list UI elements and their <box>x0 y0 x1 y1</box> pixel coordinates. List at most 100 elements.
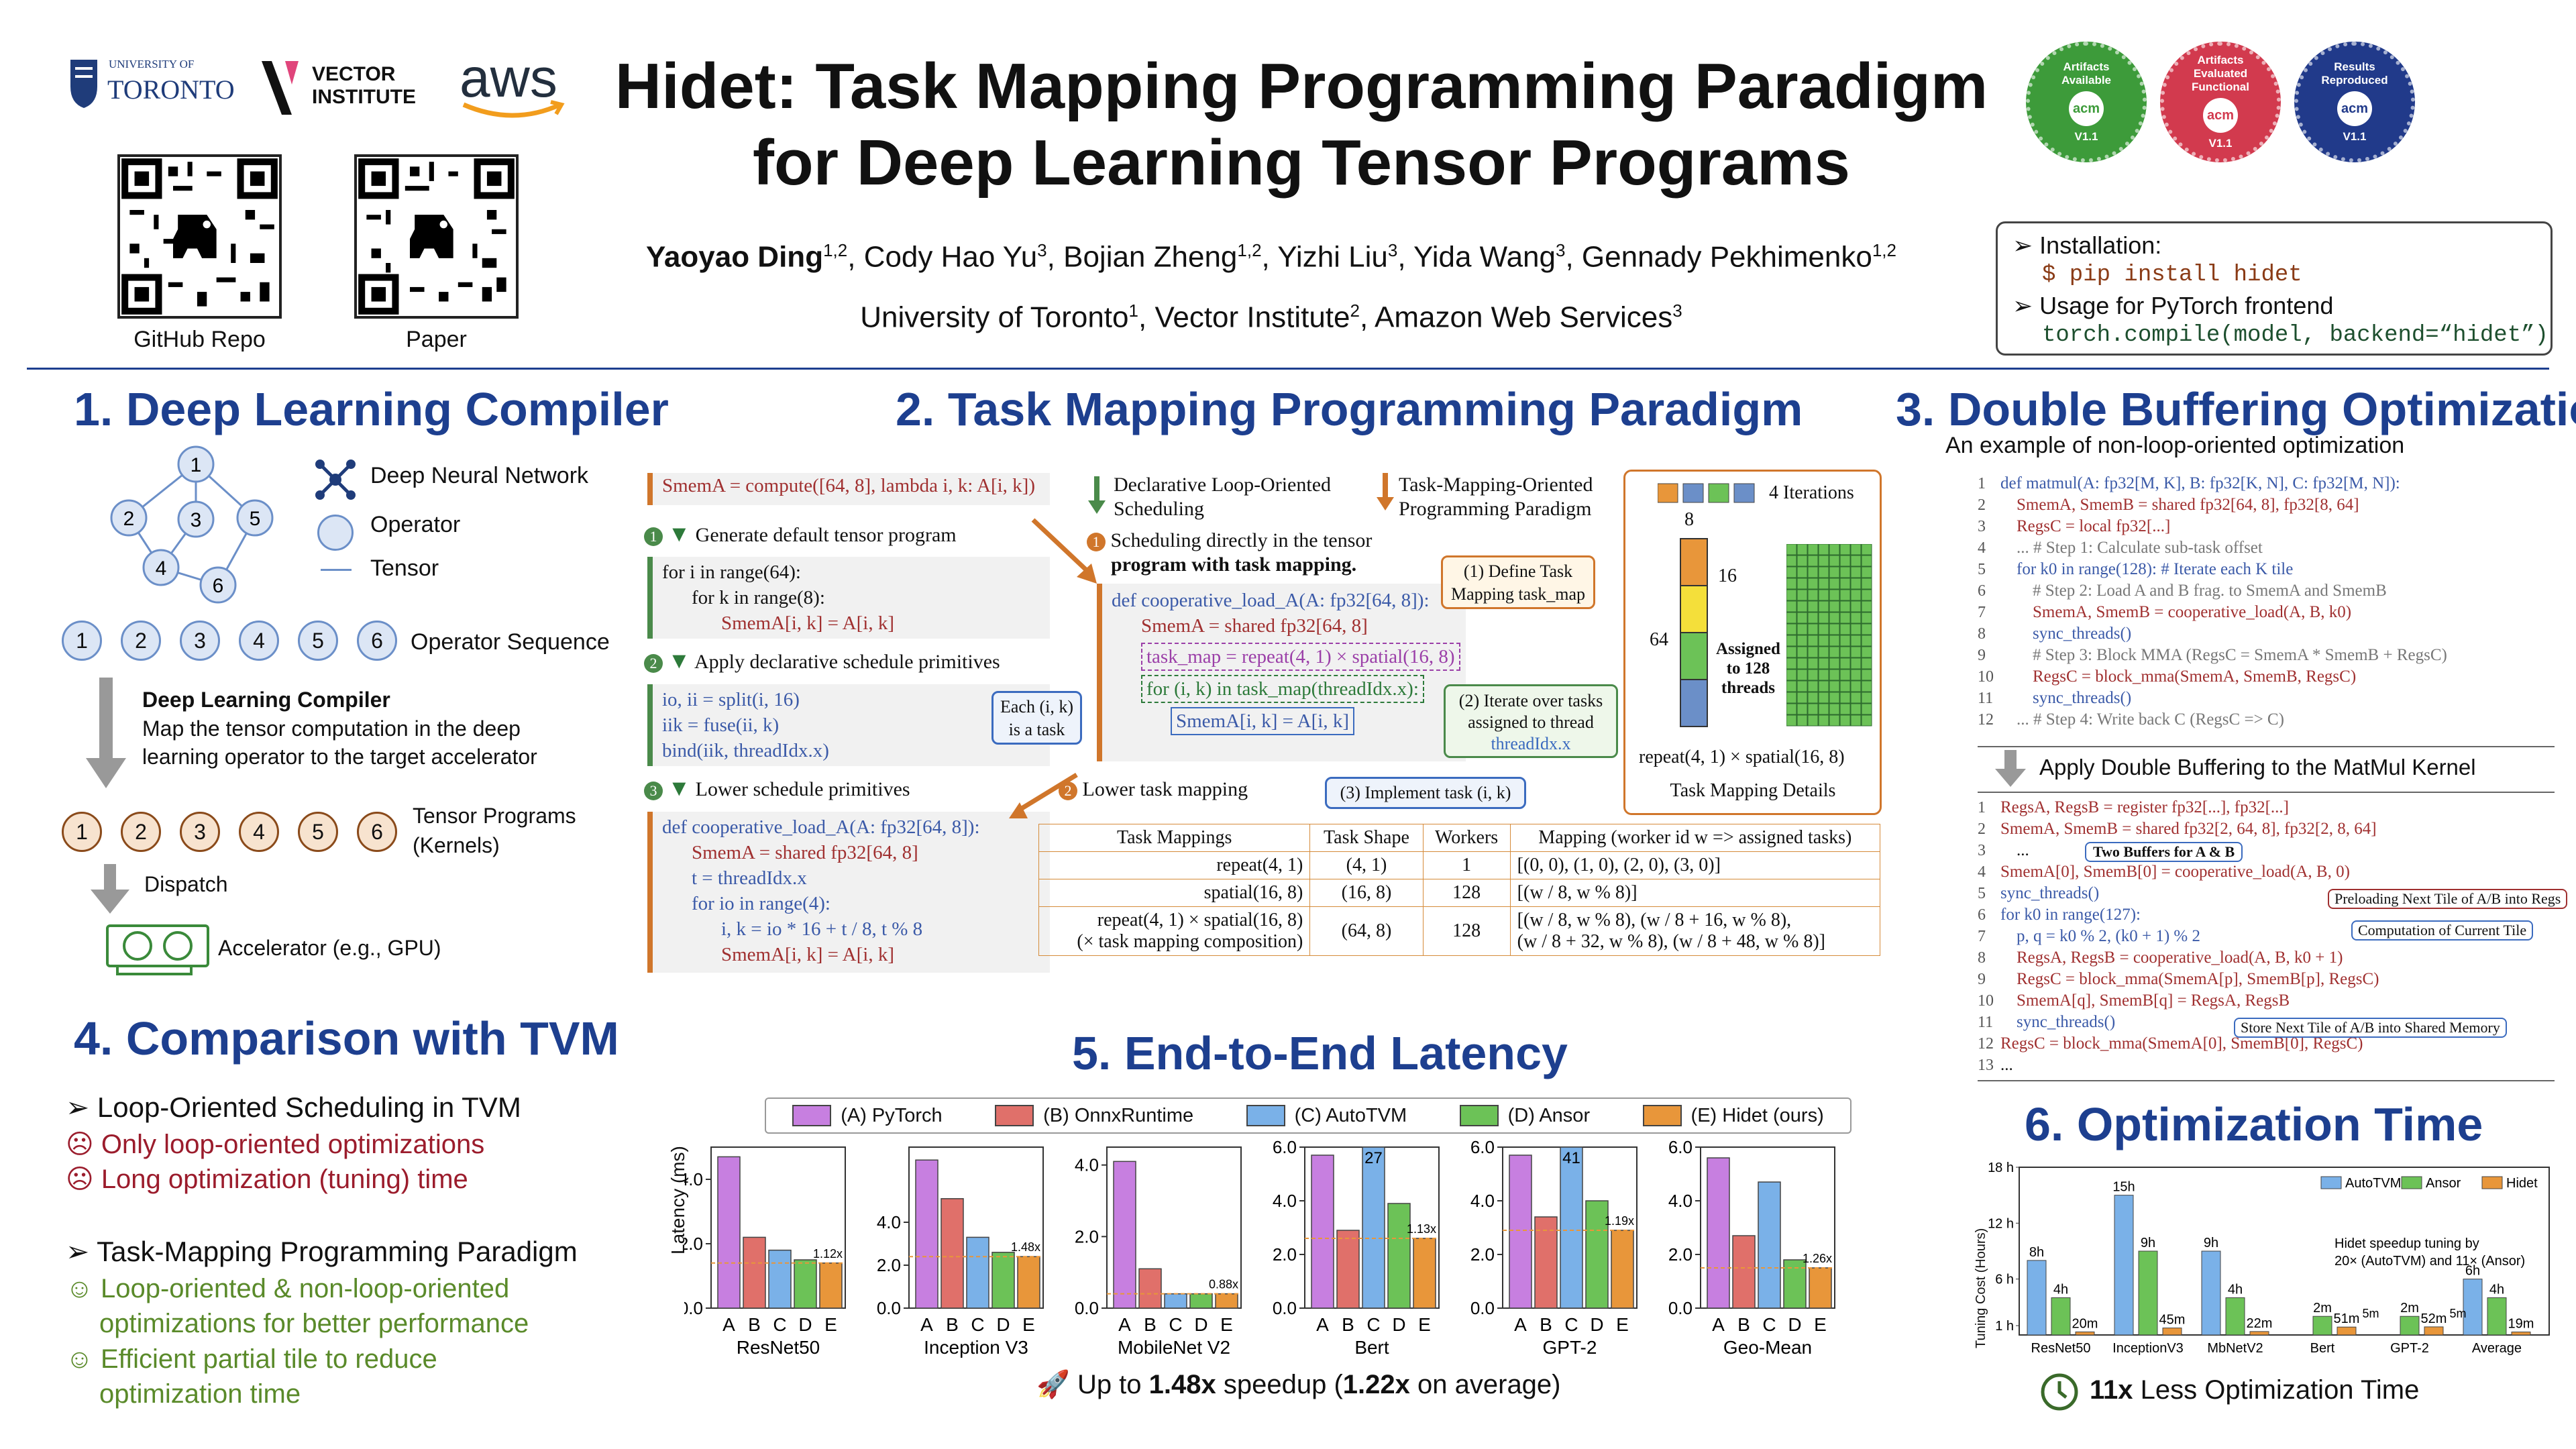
ann-two-buffers: Two Buffers for A & B <box>2085 842 2243 862</box>
thread-cell <box>1850 703 1862 715</box>
table-header: Workers <box>1422 824 1511 852</box>
thread-cell <box>1786 578 1797 590</box>
scheduling-arrow <box>1031 518 1097 584</box>
table-row: repeat(4, 1)(4, 1)1[(0, 0), (1, 0), (2, … <box>1038 851 1881 879</box>
opt-bar-label: 15h <box>2112 1180 2135 1195</box>
thread-cell <box>1850 578 1862 590</box>
assigned-3: threads <box>1721 679 1775 697</box>
paper-qr-code[interactable] <box>354 154 519 319</box>
latency-bar <box>1113 1161 1136 1309</box>
kernels-label: (Kernels) <box>413 833 500 857</box>
callout-define-1: (1) Define Task <box>1463 561 1573 581</box>
hidet-pro-2-text: Efficient partial tile to reduce <box>100 1344 437 1374</box>
thread-cell <box>1807 589 1819 601</box>
opt-factor: 11x <box>2090 1375 2133 1405</box>
dispatch-down-arrow <box>91 864 129 914</box>
badge-text: Artifacts Available <box>2061 60 2112 87</box>
vector-logo: VECTOR INSTITUTE <box>258 58 439 125</box>
github-qr-code[interactable] <box>117 154 282 319</box>
line-number: 2 <box>1978 496 1986 514</box>
thread-cell <box>1807 657 1819 669</box>
line-number: 5 <box>1978 561 1986 578</box>
legend-label: Ansor <box>2426 1176 2461 1191</box>
legend-label: AutoTVM <box>2345 1176 2401 1191</box>
tvm-con-2-text: Long optimization (tuning) time <box>101 1165 468 1194</box>
y-tick-label: 6.0 <box>1470 1137 1495 1157</box>
vector-v-icon <box>262 61 299 115</box>
code-line: for i in range(64): <box>662 561 801 583</box>
x-tick-label: E <box>1022 1314 1035 1335</box>
ann-store: Store Next Tile of A/B into Shared Memor… <box>2234 1018 2507 1038</box>
opt-bar-label: 22m <box>2247 1316 2273 1331</box>
thread-cell <box>1818 623 1829 635</box>
hidet-heading: ➢ Task-Mapping Programming Paradigm <box>66 1236 578 1267</box>
table-cell: [(w / 8, w % 8), (w / 8 + 16, w % 8), <box>1517 910 1792 930</box>
speedup-max: 1.48x <box>1148 1370 1216 1399</box>
line-number: 9 <box>1978 971 1986 988</box>
x-tick-label: A <box>1712 1314 1725 1335</box>
thread-cell <box>1807 714 1819 727</box>
x-tick-label: E <box>1814 1314 1827 1335</box>
legend-swatch <box>1246 1105 1285 1126</box>
step-3-text: Lower schedule primitives <box>695 778 910 800</box>
thread-cell <box>1829 600 1840 612</box>
thread-cell <box>1807 600 1819 612</box>
badge-version: V1.1 <box>2074 130 2098 143</box>
latency-bar <box>1560 1146 1583 1309</box>
kernel-node: 5 <box>298 812 338 852</box>
code-line-iterate: for (i, k) in task_map(threadIdx.x): <box>1141 675 1424 703</box>
x-tick-label: Average <box>2472 1341 2522 1356</box>
thread-cell <box>1861 612 1872 624</box>
x-tick-label: A <box>1118 1314 1131 1335</box>
tvm-con-1: ☹ Only loop-oriented optimizations <box>66 1130 485 1159</box>
x-tick-label: D <box>996 1314 1010 1335</box>
thread-cell <box>1796 589 1808 601</box>
opt-bar <box>2162 1328 2182 1336</box>
code-line: for io in range(4): <box>692 893 830 914</box>
thread-cell <box>1807 623 1819 635</box>
thread-cell <box>1786 646 1797 658</box>
thread-cell <box>1861 555 1872 567</box>
x-tick-label: D <box>1590 1314 1603 1335</box>
latency-bar <box>1732 1235 1756 1309</box>
speedup-summary: 🚀 Up to 1.48x speedup (1.22x on average) <box>1036 1368 1561 1400</box>
install-command[interactable]: $ pip install hidet <box>2042 262 2302 288</box>
line-number: 12 <box>1978 711 1994 729</box>
y-tick-label: 6 h <box>1995 1273 2014 1287</box>
code-line: 13... <box>1978 1055 2555 1076</box>
code-line: 12... # Step 4: Write back C (RegsC => C… <box>1978 709 2555 731</box>
latency-bar <box>794 1259 817 1309</box>
speedup-post: on average) <box>1409 1370 1561 1399</box>
line-number: 8 <box>1978 625 1986 643</box>
latency-bar <box>1138 1268 1162 1309</box>
hidet-pro-1b: optimizations for better performance <box>99 1309 529 1338</box>
thread-cell <box>1818 657 1829 669</box>
x-tick-label: D <box>1392 1314 1405 1335</box>
speedup-avg: 1.22x <box>1342 1370 1410 1399</box>
thread-cell <box>1850 657 1862 669</box>
usage-code[interactable]: torch.compile(model, backend=“hidet”) <box>2042 323 2548 348</box>
latency-bar <box>1509 1155 1532 1309</box>
qr-pattern <box>121 158 278 315</box>
code-text: def matmul(A: fp32[M, K], B: fp32[K, N],… <box>2000 474 2400 492</box>
code-text: SmemA[0], SmemB[0] = cooperative_load(A,… <box>2000 863 2350 881</box>
x-tick-label: B <box>1737 1314 1750 1335</box>
legend-swatch <box>1642 1105 1682 1126</box>
dim-8: 8 <box>1684 509 1694 530</box>
graph-node <box>177 445 215 483</box>
thread-cell <box>1807 692 1819 704</box>
operator-legend-icon <box>317 515 354 551</box>
thread-cell <box>1850 623 1862 635</box>
latency-bar <box>941 1198 964 1309</box>
apply-down-arrow <box>1995 750 2026 787</box>
code-text: p, q = k0 % 2, (k0 + 1) % 2 <box>2017 927 2200 945</box>
table-cell-sub: (w / 8 + 32, w % 8), (w / 8 + 48, w % 8)… <box>1517 931 1825 952</box>
